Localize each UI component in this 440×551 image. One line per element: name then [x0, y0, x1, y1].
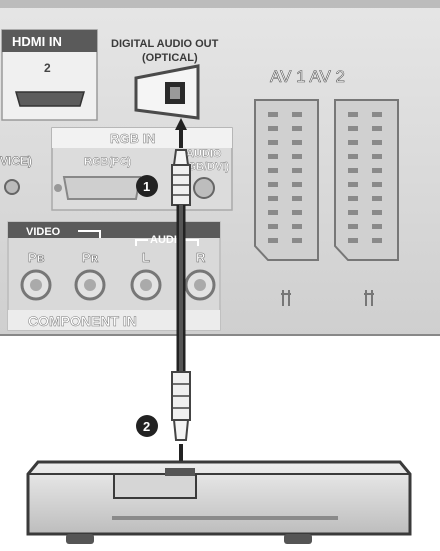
- device-optical-port: [165, 468, 195, 476]
- rgb-audio-port: [193, 177, 215, 199]
- step-2-number: 2: [143, 419, 150, 434]
- insert-arrow-up: [175, 118, 187, 148]
- component-in-block: VIDEO AUDIO Pʙ Pʀ L R COMPONENT IN: [7, 221, 221, 331]
- rgb-in-label: RGB IN: [110, 131, 156, 146]
- scart-av1-icon: [281, 290, 291, 306]
- scart-av2-icon: [364, 290, 374, 306]
- step-1-number: 1: [143, 179, 150, 194]
- pr-jack: [74, 269, 106, 301]
- optical-label: (OPTICAL): [142, 52, 198, 64]
- digital-audio-out-label: DIGITAL AUDIO OUT: [111, 38, 219, 50]
- scart-av2: [334, 99, 399, 306]
- rgb-in-block: RGB IN RGB(PC) AUDIO (RGB/DVI): [51, 127, 233, 211]
- device-label-fragment: VICE): [0, 154, 32, 168]
- pr-label: Pʀ: [82, 250, 99, 265]
- rgb-pc-label: RGB(PC): [84, 156, 131, 168]
- external-audio-device: [26, 460, 412, 544]
- hdmi-port: [15, 91, 85, 107]
- step-2-marker: 2: [136, 415, 158, 437]
- pb-label: Pʙ: [28, 250, 45, 265]
- audio-r-jack: [184, 269, 216, 301]
- device-foot-right: [284, 534, 312, 544]
- rgb-audio-label: AUDIO: [186, 148, 222, 160]
- video-label: VIDEO: [26, 226, 61, 238]
- optical-cable: [171, 118, 191, 474]
- device-jack: [4, 179, 20, 195]
- device-foot-left: [66, 534, 94, 544]
- hdmi-in-label: HDMI IN: [12, 34, 62, 49]
- component-in-label: COMPONENT IN: [28, 313, 137, 329]
- pb-jack: [20, 269, 52, 301]
- rgb-pc-port: [62, 176, 142, 200]
- l-label: L: [142, 250, 150, 265]
- hdmi-number: 2: [44, 61, 51, 75]
- av-labels: AV 1 AV 2: [270, 67, 345, 86]
- audio-l-jack: [130, 269, 162, 301]
- step-1-marker: 1: [136, 175, 158, 197]
- r-label: R: [196, 250, 206, 265]
- hdmi-in-block: HDMI IN 2: [1, 29, 98, 121]
- scart-av1: [254, 99, 319, 306]
- digital-audio-out-block: DIGITAL AUDIO OUT (OPTICAL): [111, 38, 219, 120]
